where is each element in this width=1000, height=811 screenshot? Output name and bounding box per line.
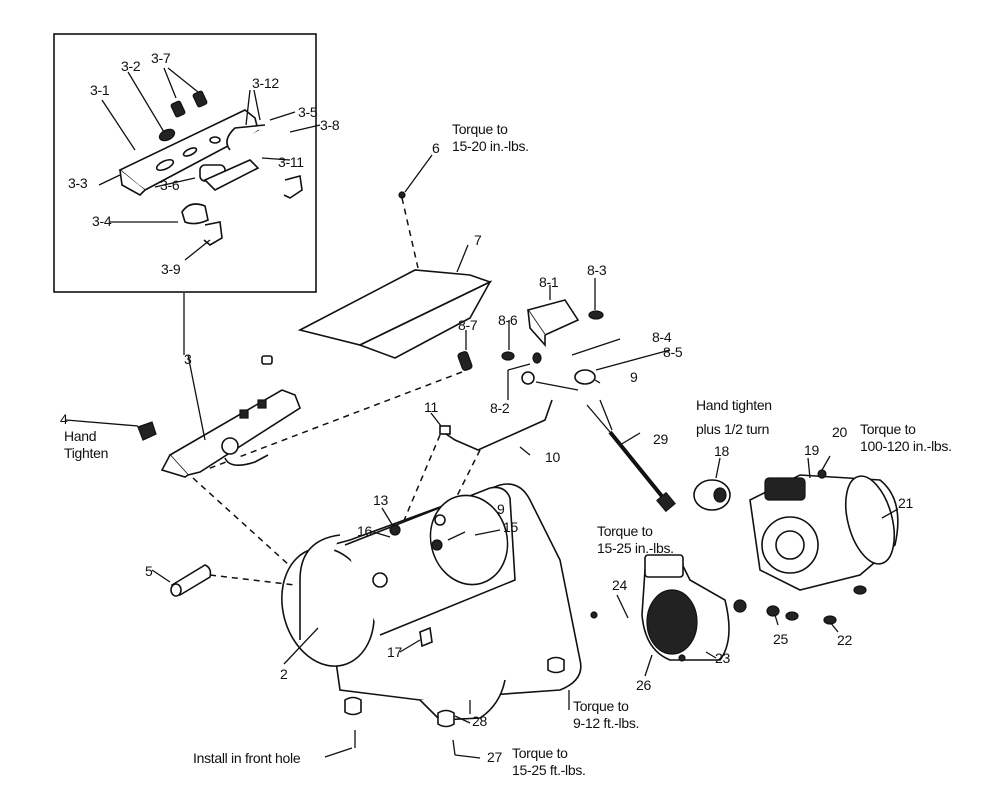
label-8-5: 8-5 [663, 344, 683, 360]
label-8-1: 8-1 [539, 274, 559, 290]
note-torque-26: Torque to 9-12 ft.-lbs. [573, 698, 639, 732]
label-18: 18 [714, 443, 729, 459]
air-tank-2 [281, 483, 582, 721]
note-install-front-hole: Install in front hole [193, 750, 301, 766]
note-line: 15-25 ft.-lbs. [512, 762, 586, 778]
note-line: 15-25 in.-lbs. [597, 540, 674, 556]
note-line: Hand [64, 428, 97, 444]
note-torque-6: Torque to 15-20 in.-lbs. [452, 121, 529, 155]
foot-28 [437, 709, 455, 728]
note-line: Torque to [573, 698, 629, 714]
screw-6 [398, 191, 406, 199]
label-27: 27 [487, 749, 502, 765]
belt-guard-23 [590, 554, 747, 677]
label-3-11: 3-11 [278, 154, 304, 170]
label-3-4: 3-4 [92, 213, 112, 229]
label-21: 21 [898, 495, 913, 511]
label-8-4: 8-4 [652, 329, 672, 345]
cap-4 [137, 421, 157, 441]
label-3-3: 3-3 [68, 175, 88, 191]
label-20: 20 [832, 424, 847, 440]
fitting-11 [439, 425, 451, 435]
label-9-tank: 9 [497, 501, 505, 517]
note-line: Torque to [860, 421, 916, 437]
label-29: 29 [653, 431, 668, 447]
label-7: 7 [474, 232, 482, 248]
label-5: 5 [145, 563, 153, 579]
label-13: 13 [373, 492, 388, 508]
pin-5 [151, 564, 296, 597]
label-10: 10 [545, 449, 560, 465]
label-17: 17 [387, 644, 402, 660]
note-torque-27: Torque to 15-25 ft.-lbs. [512, 745, 586, 779]
label-3-5: 3-5 [298, 104, 318, 120]
label-16: 16 [357, 523, 372, 539]
note-line: Torque to [512, 745, 568, 761]
label-23: 23 [715, 650, 730, 666]
foot-28a [344, 696, 362, 716]
label-3-7: 3-7 [151, 50, 171, 66]
label-22: 22 [837, 632, 852, 648]
inset-leader-lines [98, 67, 321, 355]
label-8-3: 8-3 [587, 262, 607, 278]
note-torque-20: Torque to 100-120 in.-lbs. [860, 421, 952, 455]
note-hand-tighten-18: Hand tighten plus 1/2 turn [696, 393, 772, 441]
note-line: plus 1/2 turn [696, 421, 770, 437]
note-line: Hand tighten [696, 397, 772, 413]
label-3-6: 3-6 [160, 177, 180, 193]
label-3-1: 3-1 [90, 82, 110, 98]
note-line: Tighten [64, 445, 109, 461]
power-cord-29 [586, 399, 676, 513]
label-3-8: 3-8 [320, 117, 340, 133]
label-3: 3 [184, 351, 192, 367]
label-3-2: 3-2 [121, 58, 141, 74]
label-8-2: 8-2 [490, 400, 510, 416]
label-2: 2 [280, 666, 288, 682]
label-8-7: 8-7 [458, 317, 478, 333]
tube-10 [439, 399, 553, 451]
label-28: 28 [472, 713, 487, 729]
label-6: 6 [432, 140, 440, 156]
note-line: Torque to [452, 121, 508, 137]
note-line: 100-120 in.-lbs. [860, 438, 952, 454]
note-line: Torque to [597, 523, 653, 539]
inset-manifold-assembly [118, 90, 303, 246]
inset-box [53, 33, 317, 293]
label-8-6: 8-6 [498, 312, 518, 328]
label-25: 25 [773, 631, 788, 647]
label-3-12: 3-12 [252, 75, 279, 91]
manifold-3 [160, 354, 301, 478]
label-19: 19 [804, 442, 819, 458]
fitting-8-7 [457, 351, 473, 371]
note-torque-24: Torque to 15-25 in.-lbs. [597, 523, 674, 557]
foot-28b [547, 656, 565, 674]
label-24: 24 [612, 577, 627, 593]
label-3-9: 3-9 [161, 261, 181, 277]
label-9-switch: 9 [630, 369, 638, 385]
note-hand-tighten-4: Hand Tighten [64, 428, 108, 462]
label-15: 15 [503, 519, 518, 535]
note-line: 15-20 in.-lbs. [452, 138, 529, 154]
label-26: 26 [636, 677, 651, 693]
shroud-7 [297, 244, 493, 359]
air-filter-18 [693, 457, 731, 511]
note-line: 9-12 ft.-lbs. [573, 715, 640, 731]
label-11: 11 [424, 399, 438, 415]
pressure-switch-8 [501, 278, 671, 400]
fitting-13 [389, 524, 401, 536]
pump-motor-21 [749, 455, 899, 595]
label-4: 4 [60, 411, 68, 427]
